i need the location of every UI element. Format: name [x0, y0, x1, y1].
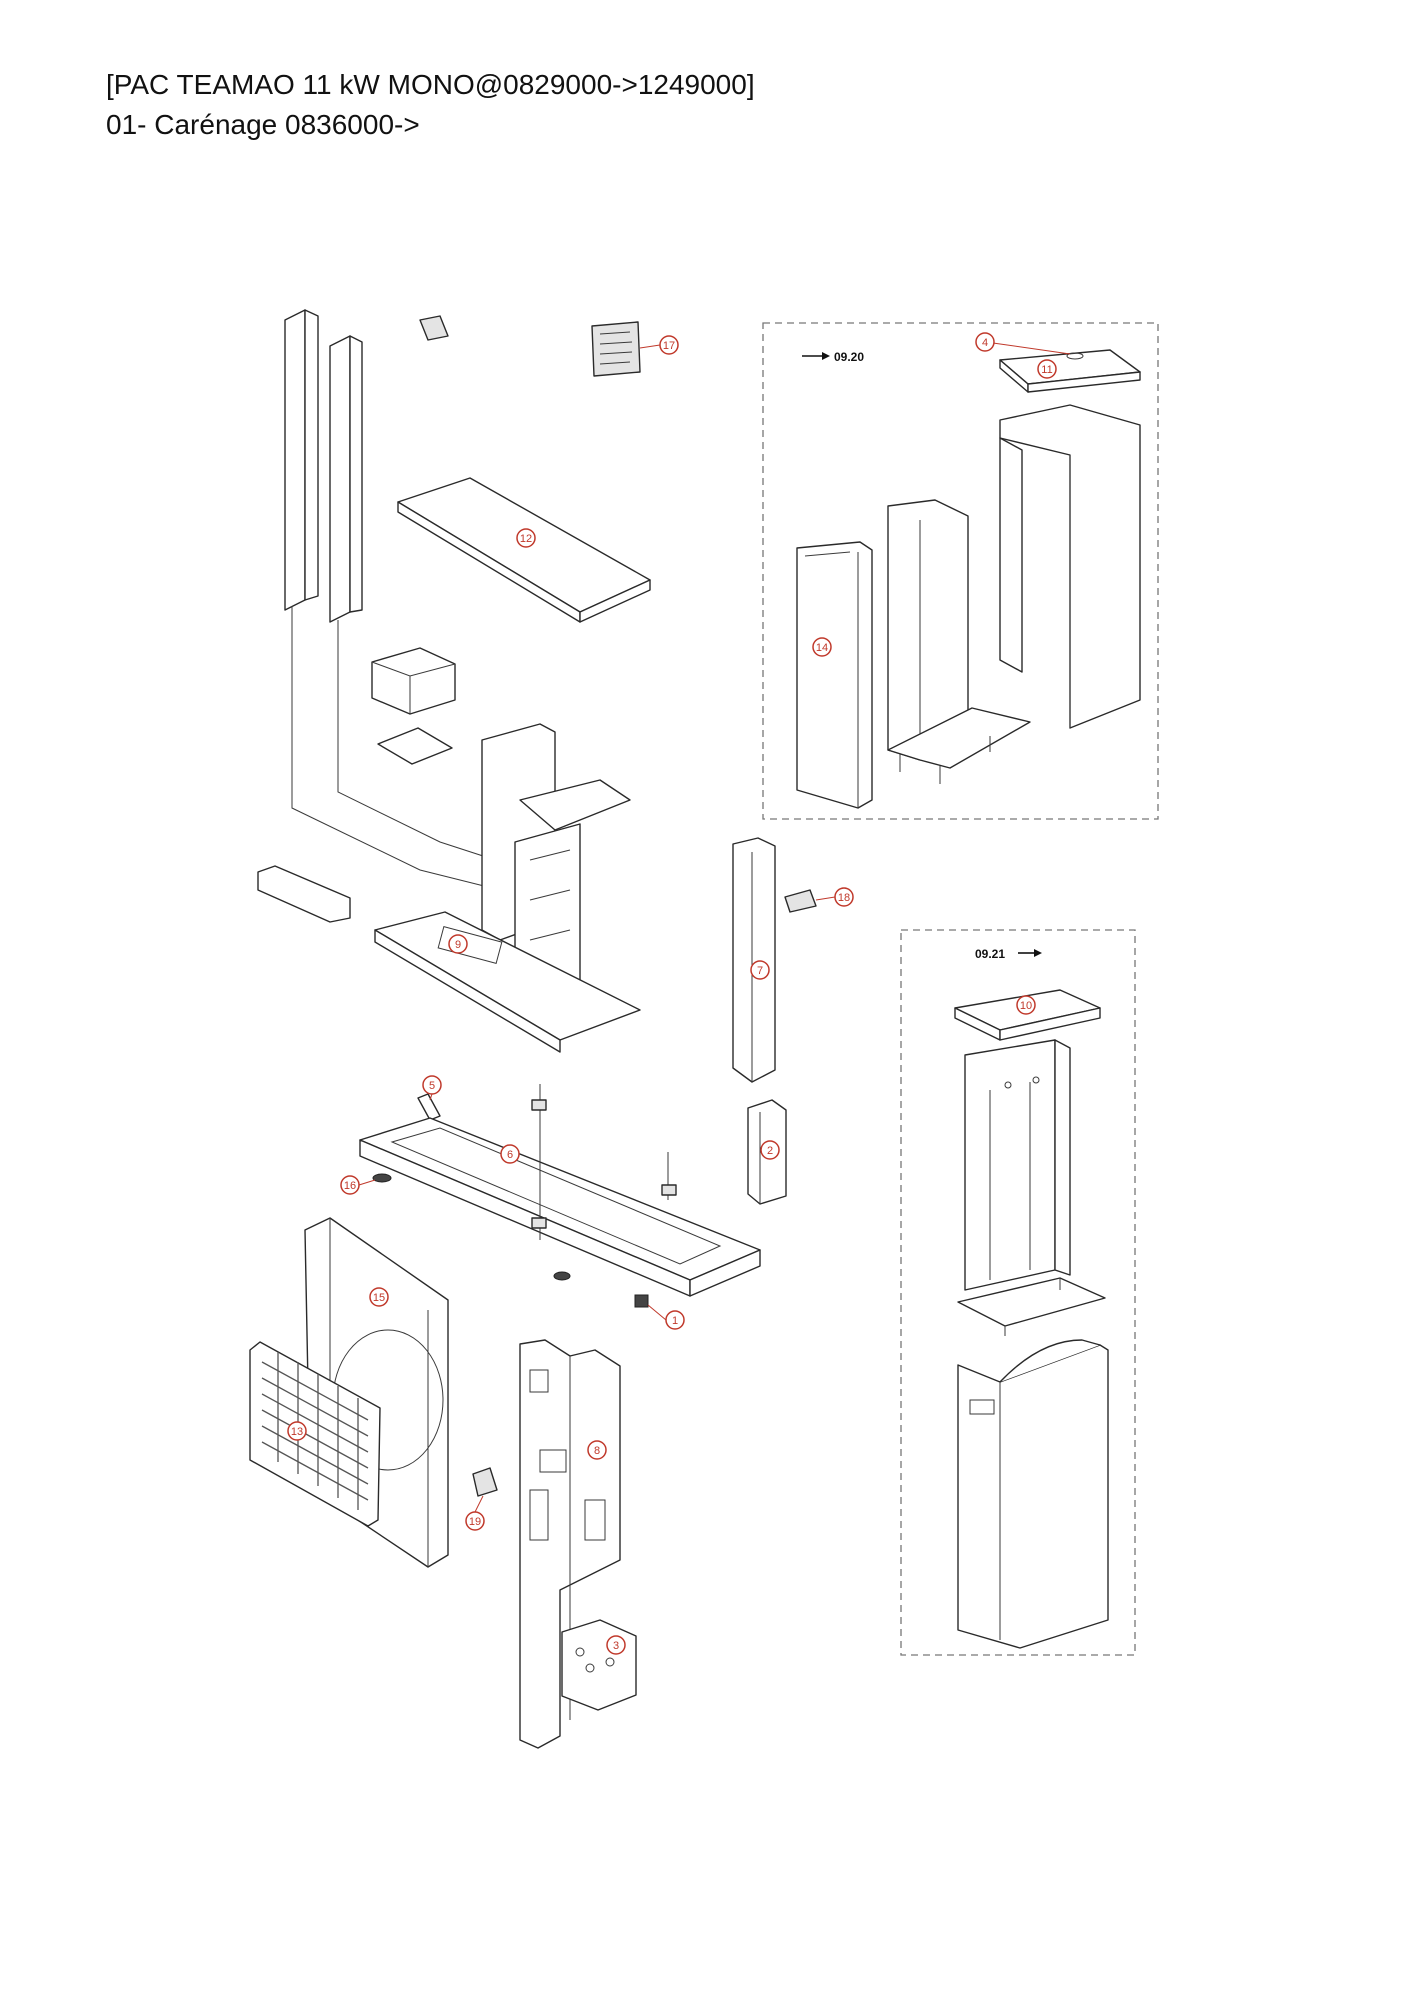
page-subtitle: 01- Carénage 0836000-> [106, 109, 420, 140]
svg-text:15: 15 [373, 1292, 385, 1304]
part-foot-16 [372, 1173, 571, 1281]
part-duct-piece [371, 647, 456, 715]
part-frame-0921 [957, 1039, 1106, 1336]
callout-8[interactable]: 8 [587, 1440, 607, 1460]
callout-7[interactable]: 7 [750, 960, 770, 980]
part-grille-13 [249, 1341, 381, 1527]
callout-4[interactable]: 4 [975, 332, 1071, 355]
part-clip-19 [472, 1467, 498, 1497]
callout-10[interactable]: 10 [1016, 995, 1036, 1015]
callout-15[interactable]: 15 [369, 1287, 389, 1307]
callout-13[interactable]: 13 [287, 1421, 307, 1441]
callout-9[interactable]: 9 [448, 934, 468, 954]
part-support-rails [284, 309, 521, 891]
group-box-0921: 09.21 [900, 929, 1136, 1656]
svg-text:5: 5 [429, 1080, 435, 1092]
svg-text:13: 13 [291, 1426, 303, 1438]
svg-text:6: 6 [507, 1149, 513, 1161]
part-top-panel-12 [397, 477, 651, 623]
callout-17[interactable]: 17 [639, 335, 679, 355]
reference-arrow-0920: 09.20 [802, 350, 864, 364]
callout-1[interactable]: 1 [647, 1304, 685, 1330]
page-title: [PAC TEAMAO 11 kW MONO@0829000->1249000] [106, 69, 755, 100]
callout-11[interactable]: 11 [1037, 359, 1057, 379]
callout-6[interactable]: 6 [500, 1144, 520, 1164]
svg-text:10: 10 [1020, 1000, 1032, 1012]
callout-5[interactable]: 5 [422, 1075, 442, 1101]
callout-16[interactable]: 16 [340, 1175, 376, 1195]
part-small-plate [377, 727, 453, 765]
callout-18[interactable]: 18 [815, 887, 854, 907]
reference-label-0920: 09.20 [834, 350, 864, 364]
svg-text:1: 1 [672, 1315, 678, 1327]
reference-arrow-0921: 09.21 [975, 947, 1042, 961]
part-lower-housing [957, 1339, 1109, 1649]
part-handle-18 [784, 889, 817, 913]
part-small-clip [419, 315, 449, 341]
part-inner-frame [887, 499, 1031, 784]
svg-text:17: 17 [663, 340, 675, 352]
svg-text:9: 9 [455, 939, 461, 951]
group-box-0920: 09.20 [762, 322, 1159, 820]
callout-2[interactable]: 2 [760, 1140, 780, 1160]
part-base-frame-6 [359, 1084, 761, 1297]
svg-text:19: 19 [469, 1516, 481, 1528]
part-bracket-left [257, 865, 351, 923]
svg-text:2: 2 [767, 1145, 773, 1157]
part-side-panel-box [999, 404, 1141, 729]
callout-3[interactable]: 3 [606, 1635, 626, 1655]
part-base-tray-9 [374, 911, 641, 1053]
callouts: 1 2 3 4 5 6 7 8 [287, 332, 1071, 1655]
svg-text:14: 14 [816, 642, 828, 654]
svg-text:18: 18 [838, 892, 850, 904]
svg-text:16: 16 [344, 1180, 356, 1192]
callout-14[interactable]: 14 [812, 637, 832, 657]
reference-label-0921: 09.21 [975, 947, 1005, 961]
part-front-panel-14 [796, 541, 873, 809]
svg-text:4: 4 [982, 337, 988, 349]
part-plug-1 [634, 1294, 649, 1308]
svg-text:11: 11 [1041, 364, 1052, 376]
part-side-panel-7 [732, 837, 776, 1083]
svg-text:12: 12 [520, 533, 532, 545]
svg-text:8: 8 [594, 1445, 600, 1457]
svg-text:7: 7 [757, 965, 763, 977]
part-valve-5 [417, 1093, 441, 1121]
part-top-lid-11 [999, 349, 1141, 393]
svg-text:3: 3 [613, 1640, 619, 1652]
part-bracket-3 [561, 1619, 637, 1711]
part-screw-bag-17 [591, 321, 641, 377]
callout-19[interactable]: 19 [465, 1495, 485, 1531]
callout-12[interactable]: 12 [516, 528, 536, 548]
